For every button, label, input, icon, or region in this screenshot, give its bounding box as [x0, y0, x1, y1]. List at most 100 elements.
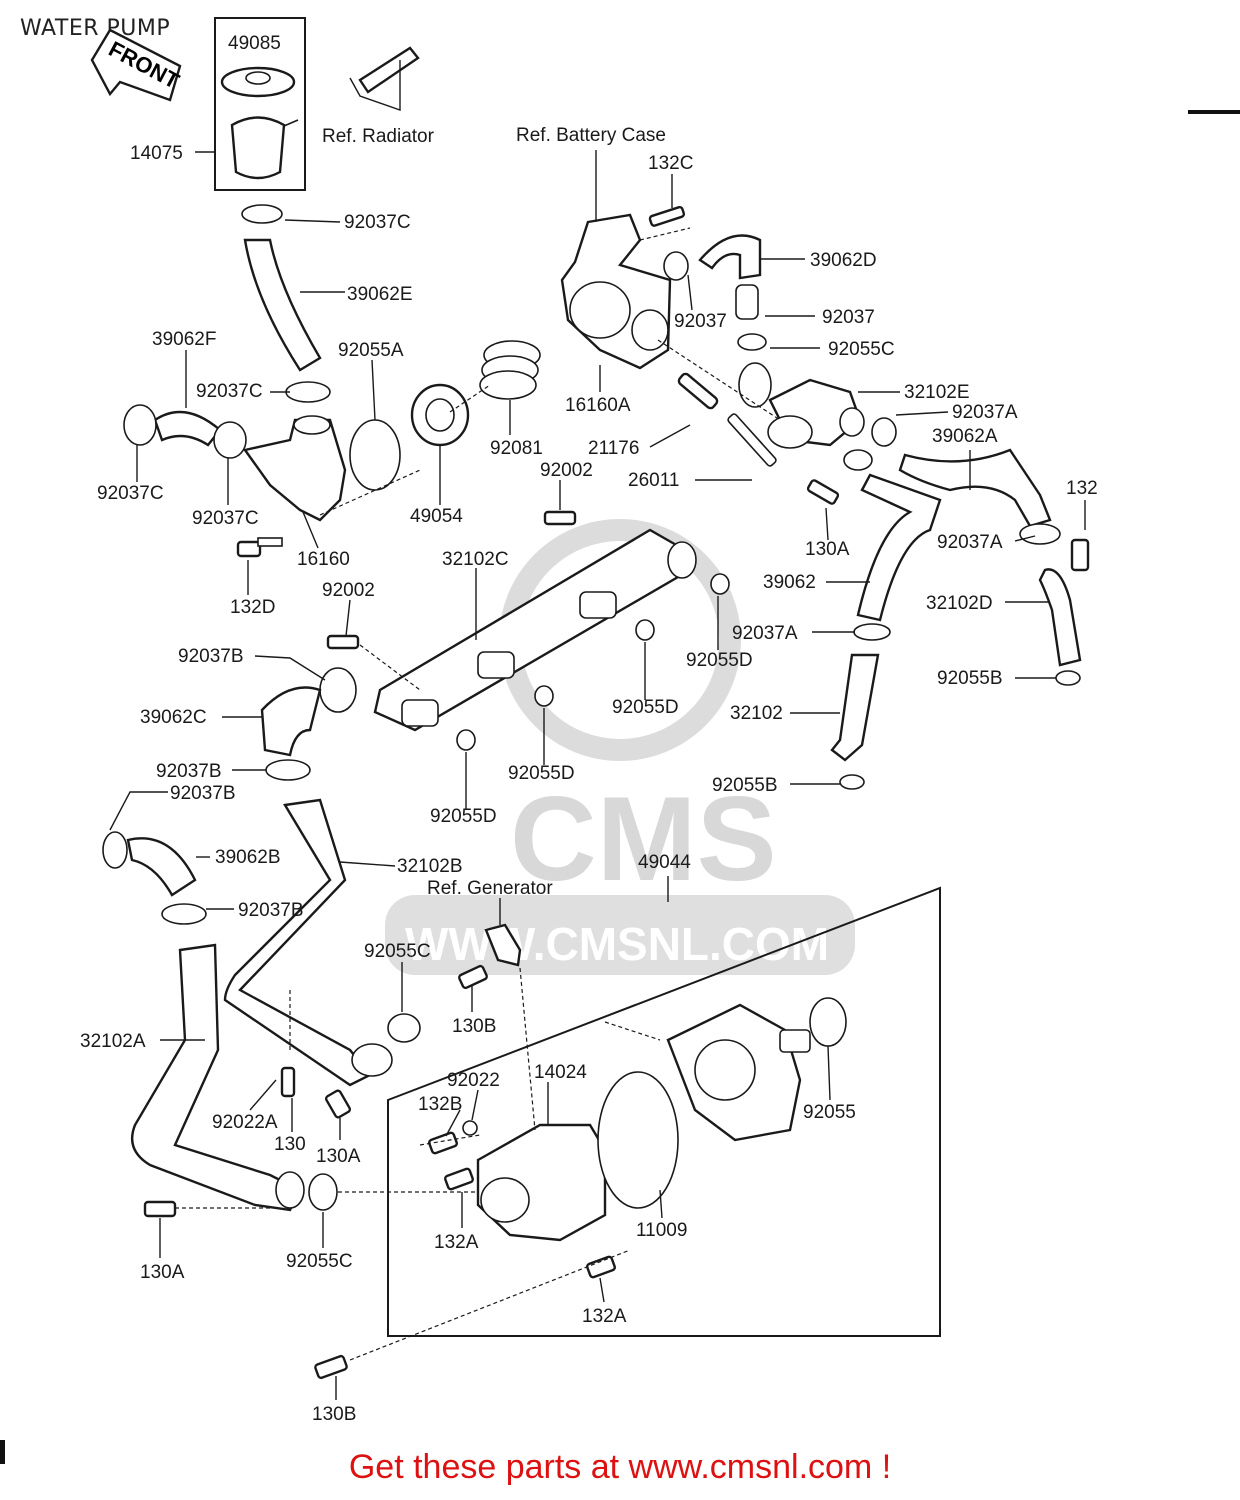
clamp-92037-b [737, 333, 767, 351]
part-label: 92037C [344, 212, 411, 233]
part-label: 49054 [410, 506, 463, 527]
hose-piece-92037 [735, 284, 759, 320]
o-ring-92055d-a [710, 573, 730, 595]
o-ring-92055c-low [308, 1173, 338, 1211]
spring-92081 [479, 340, 541, 400]
hose-39062 [856, 473, 942, 622]
bolt-130a-mid [324, 1089, 352, 1119]
o-ring-92055b-low [839, 774, 865, 790]
bracket-generator [484, 923, 522, 967]
hose-39062e [243, 238, 322, 372]
part-label: 92002 [540, 460, 593, 481]
part-label: 92022A [212, 1112, 278, 1133]
part-label: 132B [418, 1094, 462, 1115]
part-label: 32102B [397, 856, 463, 877]
part-number-labels: 49085 14075 92037C 39062E 39062F 92055A … [80, 33, 1098, 1425]
part-label: 132D [230, 597, 275, 618]
part-label: 92037C [196, 381, 263, 402]
o-ring-92055b-right [1055, 670, 1081, 686]
gasket-11009 [597, 1071, 679, 1209]
radiator-cap [220, 66, 296, 98]
part-label: 92037C [192, 508, 259, 529]
water-pump-assembly-frame [387, 886, 941, 1337]
part-label: 92037C [97, 483, 164, 504]
part-label: 92037 [822, 307, 875, 328]
part-label: 92055B [712, 775, 778, 796]
bolt-130a-top [806, 479, 840, 505]
bolt-132a-a [444, 1167, 474, 1191]
pipe-32102d [1038, 568, 1082, 667]
bolt-132 [1070, 538, 1090, 572]
clamp-92037b-d [161, 903, 207, 925]
clamp-92037b-c [102, 831, 128, 869]
pipe-32102a [130, 943, 302, 1212]
part-label: 39062 [763, 572, 816, 593]
clamp-92037-a [663, 251, 689, 281]
part-label: 130A [805, 539, 850, 560]
part-label: 32102C [442, 549, 509, 570]
part-label: 92055C [286, 1251, 353, 1272]
watermark-url: WWW.CMSNL.COM [405, 918, 829, 970]
part-label: 92037B [238, 900, 304, 921]
joint-32102e [767, 378, 865, 449]
hose-39062b [126, 837, 197, 897]
part-label: 132 [1066, 478, 1098, 499]
promo-banner[interactable]: Get these parts at www.cmsnl.com ! [348, 1448, 892, 1486]
pipe-32102 [830, 653, 880, 762]
bolt-132b [428, 1131, 458, 1155]
o-ring-92055a [349, 419, 401, 491]
bolt-130 [280, 1066, 296, 1098]
part-label: 92055D [612, 697, 679, 718]
part-label: 49044 [638, 852, 691, 873]
bolt-132a-b [586, 1255, 616, 1279]
clamp-92037a-right [1019, 523, 1061, 545]
part-label: 130 [274, 1134, 306, 1155]
clamp-92037a-mid [843, 449, 873, 471]
hose-39062d [698, 234, 762, 280]
part-label: 130A [316, 1146, 361, 1167]
bolt-132d [236, 537, 283, 558]
bolt-130b-bottom [314, 1354, 348, 1380]
part-label: 39062F [152, 329, 216, 350]
bolt-92002-left [326, 634, 360, 650]
clamp-92037c-top [241, 204, 283, 224]
part-label: 92055A [338, 340, 404, 361]
part-label: 92002 [322, 580, 375, 601]
part-label: 49085 [228, 33, 281, 54]
o-ring-92055 [809, 997, 847, 1047]
o-ring-92055c-mid [387, 1013, 421, 1043]
part-label: 26011 [628, 470, 679, 491]
ref-battery-case-label: Ref. Battery Case [516, 125, 666, 146]
part-label: 92055C [828, 339, 895, 360]
clamp-92037c-low [213, 421, 247, 459]
part-label: 32102 [730, 703, 783, 724]
part-label: 39062D [810, 250, 877, 271]
thermostat-49054 [410, 383, 470, 447]
part-label: 92022 [447, 1070, 500, 1091]
clamp-92037a-low [853, 623, 891, 641]
o-ring-92055c-top [738, 362, 772, 408]
switch-26011 [727, 413, 777, 467]
o-ring-92055d-b [635, 619, 655, 641]
leader-lines [109, 150, 1086, 1400]
ref-generator-label: Ref. Generator [427, 878, 553, 899]
part-label: 130A [140, 1262, 185, 1283]
clamp-32102b-end [351, 1043, 393, 1077]
bolt-92002-top [543, 510, 577, 526]
part-label: 32102E [904, 382, 970, 403]
radiator-hose [358, 46, 420, 94]
part-label: 132A [582, 1306, 627, 1327]
part-label: 92037A [732, 623, 798, 644]
hose-39062f [153, 410, 222, 447]
part-label: 132A [434, 1232, 479, 1253]
bolt-130a-left [143, 1200, 177, 1218]
front-arrow: FRONT [90, 28, 184, 102]
part-label: 39062A [932, 426, 998, 447]
part-label: 39062E [347, 284, 413, 305]
part-label: 92055C [364, 941, 431, 962]
part-label: 92037A [952, 402, 1018, 423]
clamp-92037b-a [319, 667, 357, 713]
part-label: 32102A [80, 1031, 146, 1052]
bolt-132c [648, 205, 686, 227]
